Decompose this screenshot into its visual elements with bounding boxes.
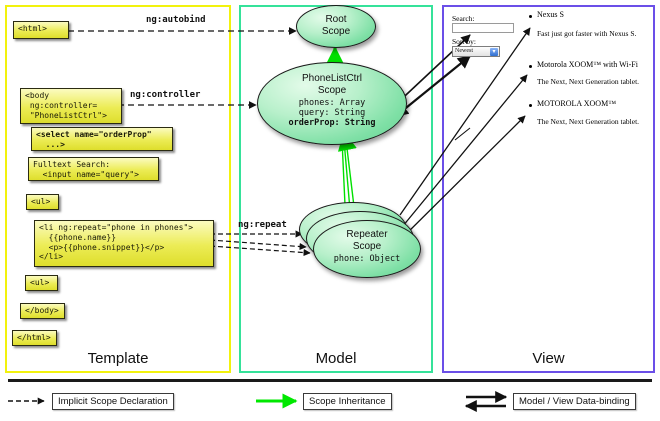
label-ng-controller: ng:controller: [130, 90, 201, 100]
phone-name-1: Nexus S: [537, 10, 564, 19]
scope-phonelistctrl-title-1: PhoneListCtrl: [301, 73, 363, 84]
legend-label-implicit: Implicit Scope Declaration: [52, 393, 174, 410]
scope-repeater-props: phone: Object: [314, 254, 420, 264]
phone-snippet-3: The Next, Next Generation tablet.: [537, 117, 640, 126]
code-box-html-close: </html>: [12, 330, 57, 346]
scope-prop-orderprop: orderProp: String: [288, 118, 376, 129]
code-box-ul-close: <ul>: [25, 275, 58, 291]
scope-phonelistctrl-title-2: Scope: [317, 84, 347, 96]
legend-label-databinding: Model / View Data-binding: [513, 393, 636, 410]
phone-name-2: Motorola XOOM™ with Wi-Fi: [537, 60, 638, 69]
code-box-ul-open: <ul>: [26, 194, 59, 210]
scope-prop-phones: phones: Array: [298, 98, 366, 108]
label-ng-autobind: ng:autobind: [146, 15, 206, 25]
scope-prop-phone: phone: Object: [333, 254, 401, 264]
column-template-label: Template: [87, 350, 149, 367]
search-input[interactable]: [452, 23, 514, 33]
phone-snippet-2: The Next, Next Generation tablet.: [537, 77, 640, 86]
column-model-label: Model: [315, 350, 357, 367]
column-view-label: View: [532, 350, 565, 367]
legend-label-inheritance: Scope Inheritance: [303, 393, 392, 410]
scope-root: Root Scope: [296, 5, 376, 48]
column-model: Model: [239, 5, 433, 373]
code-box-li-repeat: <li ng:repeat="phone in phones"> {{phone…: [34, 220, 214, 267]
code-box-body-close: </body>: [20, 303, 65, 319]
sort-by-selected-value: Newest: [455, 48, 473, 54]
legend-divider: [8, 379, 652, 382]
phone-name-3: MOTOROLA XOOM™: [537, 99, 617, 108]
scope-repeater-title-1: Repeater: [346, 229, 388, 240]
phone-bullet-3: [529, 104, 532, 107]
code-box-html-open: <html>: [13, 21, 69, 39]
phone-bullet-1: [529, 15, 532, 18]
scope-repeater-title-2: Scope: [352, 240, 382, 252]
code-box-body-open: <body ng:controller= "PhoneListCtrl">: [20, 88, 122, 124]
chevron-down-icon: ▾: [490, 48, 498, 56]
sort-by-select[interactable]: Newest ▾: [452, 46, 500, 57]
phone-snippet-1: Fast just got faster with Nexus S.: [537, 29, 637, 38]
scope-prop-query: query: String: [298, 108, 366, 119]
code-box-select: <select name="orderProp" ...>: [31, 127, 173, 151]
view-sort-label: Sort by:: [452, 37, 476, 46]
scope-root-title-2: Scope: [321, 25, 351, 37]
code-box-search: Fulltext Search: <input name="query">: [28, 157, 159, 181]
legend: Implicit Scope Declaration Scope Inherit…: [0, 379, 660, 421]
scope-phonelistctrl-props: phones: Array query: String orderProp: S…: [258, 98, 406, 128]
view-search-label: Search:: [452, 14, 475, 23]
phone-bullet-2: [529, 65, 532, 68]
scope-phonelistctrl: PhoneListCtrl Scope phones: Array query:…: [257, 62, 407, 145]
label-ng-repeat: ng:repeat: [238, 220, 287, 230]
scope-repeater: Repeater Scope phone: Object: [313, 220, 421, 278]
scope-root-title-1: Root: [325, 14, 347, 25]
